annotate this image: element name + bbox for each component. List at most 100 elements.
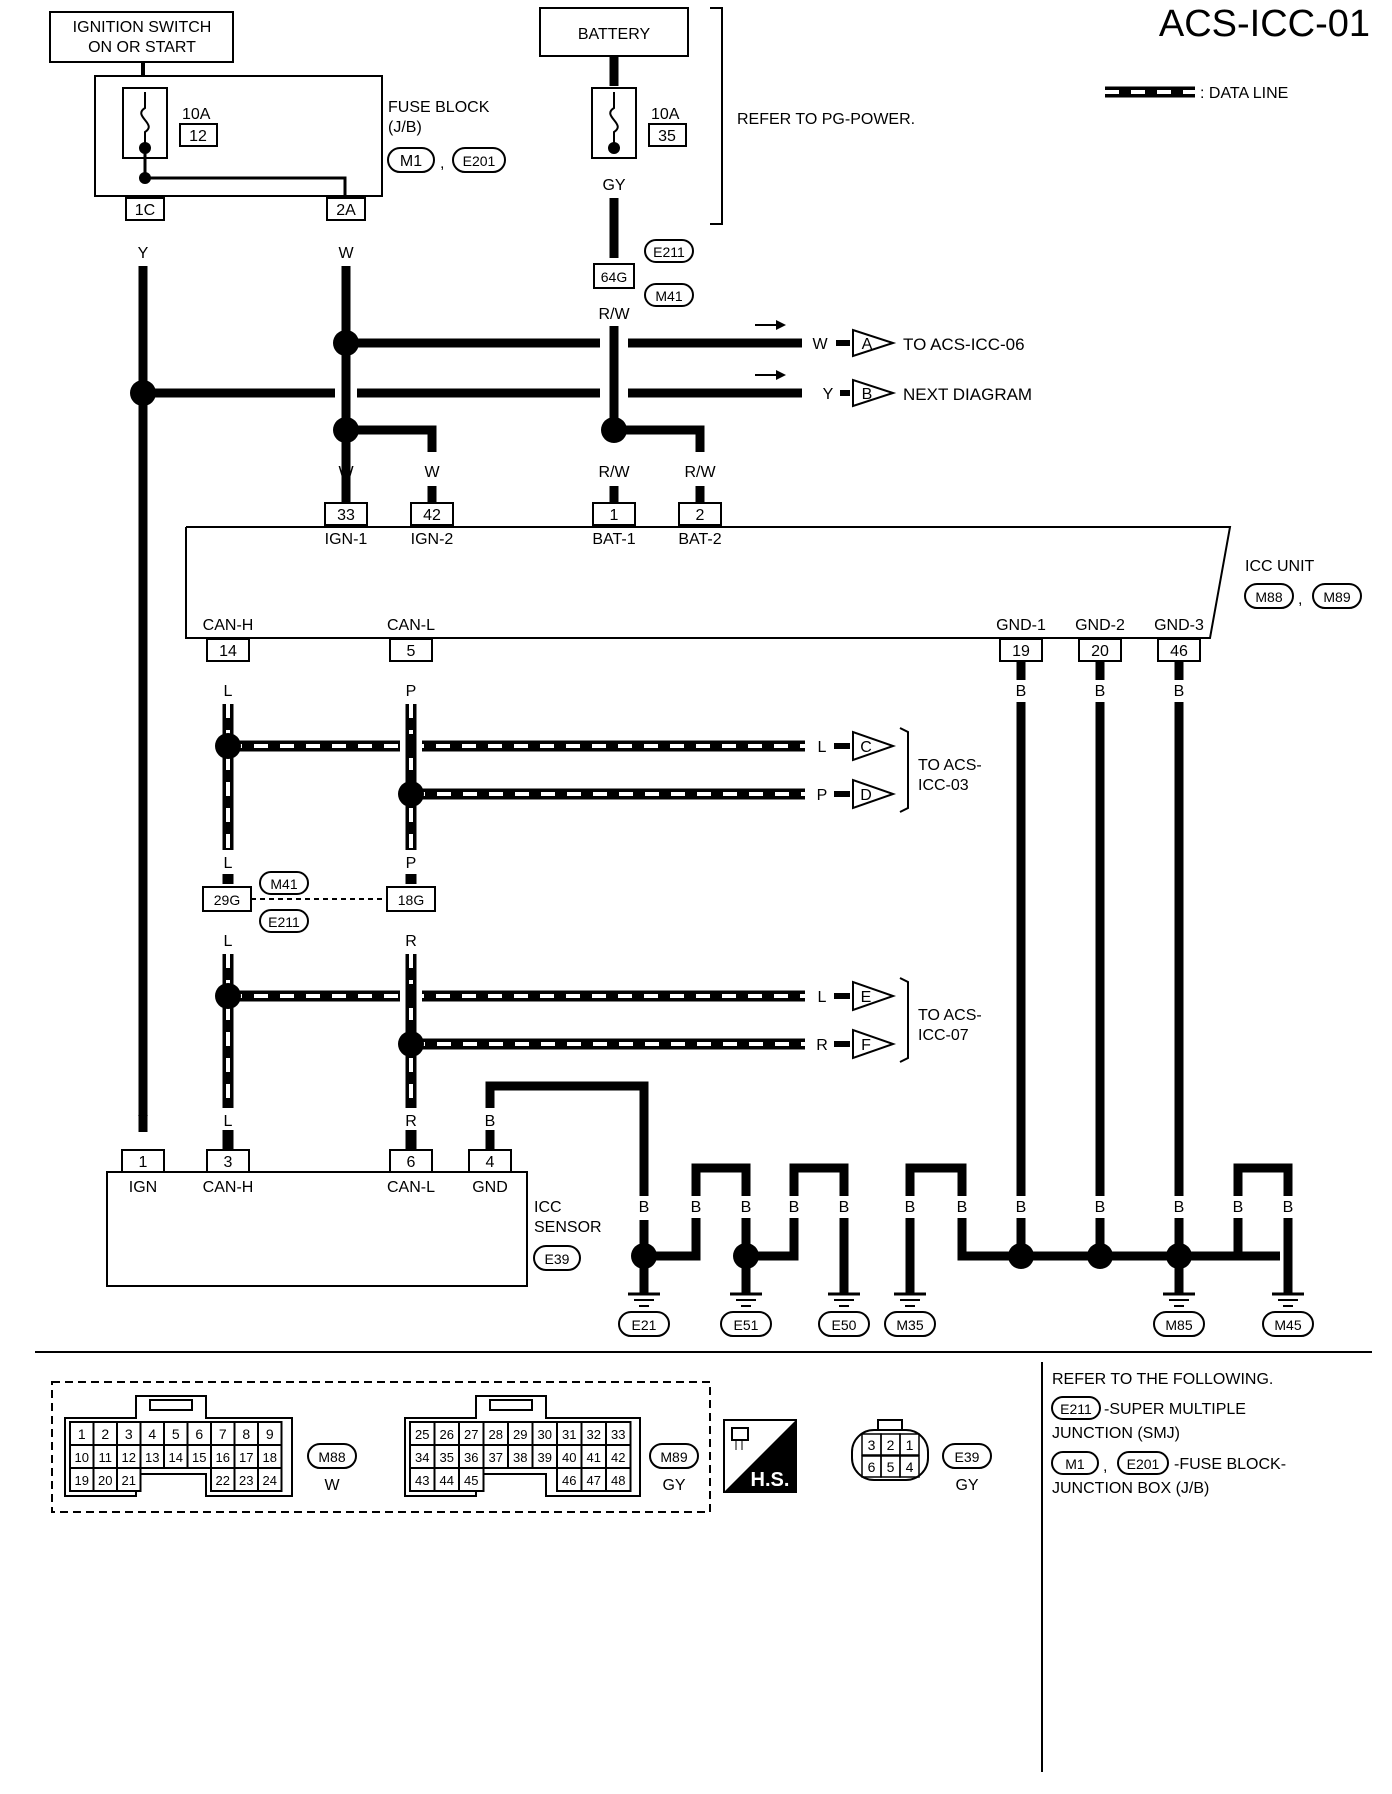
- icc-unit-conn-m89: M89: [1323, 589, 1350, 605]
- pin-number: 11: [99, 1450, 113, 1465]
- fuse-35-number: 35: [658, 128, 676, 145]
- svg-text:L: L: [224, 855, 233, 872]
- icc-unit-conn-m88: M88: [1255, 589, 1282, 605]
- svg-text:M88: M88: [318, 1449, 345, 1465]
- ignition-switch-line1: IGNITION SWITCH: [73, 19, 212, 36]
- svg-text:D: D: [860, 787, 872, 804]
- svg-text:IGN: IGN: [129, 1179, 157, 1196]
- svg-text:2A: 2A: [336, 202, 356, 219]
- svg-text:E21: E21: [632, 1317, 657, 1333]
- svg-text:B: B: [1174, 1199, 1185, 1216]
- icc-terminal-42: 42 IGN-2: [410, 502, 454, 548]
- pin-number: 21: [122, 1473, 136, 1488]
- svg-text:W: W: [338, 245, 354, 262]
- svg-text:GND-3: GND-3: [1154, 617, 1204, 634]
- ground-e51: E51: [720, 1292, 772, 1337]
- joint2-conn-m41: M41: [270, 876, 297, 892]
- svg-text:REFER TO THE FOLLOWING.: REFER TO THE FOLLOWING.: [1052, 1371, 1273, 1388]
- svg-text:R/W: R/W: [598, 464, 630, 481]
- fuse-12-rating: 10A: [182, 106, 211, 123]
- offpage-f: [852, 1028, 897, 1060]
- svg-text:CAN-L: CAN-L: [387, 1179, 435, 1196]
- icc-sensor-line1: ICC: [534, 1199, 562, 1216]
- pin-cell: [116, 1467, 142, 1492]
- svg-text:B: B: [1095, 683, 1106, 700]
- pin-number: 44: [440, 1473, 454, 1488]
- svg-text:JUNCTION BOX (J/B): JUNCTION BOX (J/B): [1052, 1480, 1209, 1497]
- icc-terminal-20: GND-2 20: [1075, 617, 1125, 662]
- pin-number: 45: [464, 1473, 478, 1488]
- svg-text:64G: 64G: [601, 269, 627, 285]
- pin-number: 16: [216, 1450, 230, 1465]
- svg-text:L: L: [818, 739, 827, 756]
- svg-text:R/W: R/W: [684, 464, 716, 481]
- ground-e21: E21: [618, 1292, 670, 1337]
- pin-number: 10: [75, 1450, 89, 1465]
- pin-number: 34: [415, 1450, 429, 1465]
- svg-text:R: R: [405, 933, 417, 950]
- svg-text:W: W: [324, 1477, 340, 1494]
- svg-text:,: ,: [1298, 591, 1302, 608]
- offpage-cd-text1: TO ACS-: [918, 757, 982, 774]
- icc-sensor-conn: E39: [545, 1251, 570, 1267]
- pin-number: 3: [868, 1437, 876, 1453]
- icc-terminal-46: GND-3 46: [1154, 617, 1204, 662]
- icc-terminal-14: CAN-H 14: [203, 617, 253, 662]
- svg-text:L: L: [818, 989, 827, 1006]
- svg-text:3: 3: [224, 1154, 233, 1171]
- connector-views-frame: [51, 1381, 711, 1513]
- pin-number: 36: [464, 1450, 478, 1465]
- svg-text:M85: M85: [1165, 1317, 1192, 1333]
- pin-number: 24: [263, 1473, 277, 1488]
- joint-64g: [593, 263, 635, 289]
- svg-text:E51: E51: [734, 1317, 759, 1333]
- sensor-terminal-3: 3 CAN-H: [203, 1149, 253, 1196]
- svg-text:IGN-1: IGN-1: [325, 531, 368, 548]
- offpage-d: [852, 778, 897, 810]
- pin-number: 22: [216, 1473, 230, 1488]
- icc-terminal-5: CAN-L 5: [387, 617, 435, 662]
- svg-text:E39: E39: [955, 1449, 980, 1465]
- fuse-12-number: 12: [189, 128, 207, 145]
- fuse-block-conn-m1: M1: [400, 153, 422, 170]
- offpage-b-text: NEXT DIAGRAM: [903, 385, 1032, 404]
- joint2-conn-e211: E211: [268, 914, 300, 930]
- pin-number: 31: [562, 1427, 576, 1442]
- pin-number: 42: [611, 1450, 625, 1465]
- svg-text:E50: E50: [832, 1317, 857, 1333]
- svg-text:B: B: [1016, 683, 1027, 700]
- svg-text:B: B: [1283, 1199, 1294, 1216]
- wire-rw-label: R/W: [598, 306, 630, 323]
- joint-conn-e211: E211: [653, 244, 685, 260]
- svg-text:R: R: [816, 1037, 828, 1054]
- svg-text:B: B: [741, 1199, 752, 1216]
- svg-text:B: B: [839, 1199, 850, 1216]
- svg-text:BAT-1: BAT-1: [592, 531, 635, 548]
- pin-number: 12: [122, 1450, 136, 1465]
- svg-text:B: B: [957, 1199, 968, 1216]
- offpage-b: [852, 378, 897, 408]
- data-line-legend-label: : DATA LINE: [1200, 85, 1288, 102]
- connector-icon: [731, 1427, 749, 1441]
- offpage-a: [852, 328, 897, 358]
- svg-text:33: 33: [337, 507, 355, 524]
- svg-text:A: A: [862, 336, 873, 353]
- fuse-block-line2: (J/B): [388, 119, 422, 136]
- pin-number: 5: [887, 1459, 895, 1475]
- pin-number: 28: [489, 1427, 503, 1442]
- svg-text:B: B: [1174, 683, 1185, 700]
- offpage-a-text: TO ACS-ICC-06: [903, 335, 1025, 354]
- icc-terminal-2: 2 BAT-2: [678, 502, 722, 548]
- pin-number: 38: [513, 1450, 527, 1465]
- svg-text:GND-1: GND-1: [996, 617, 1046, 634]
- terminal-2a: [326, 197, 366, 221]
- svg-text:P: P: [406, 683, 417, 700]
- pin-number: 40: [562, 1450, 576, 1465]
- pin-number: 20: [98, 1473, 112, 1488]
- refer-notes: REFER TO THE FOLLOWING. E211 -SUPER MULT…: [1051, 1371, 1286, 1497]
- svg-text:5: 5: [407, 643, 416, 660]
- fuse-block-conn-e201: E201: [463, 153, 496, 169]
- svg-text:B: B: [1095, 1199, 1106, 1216]
- svg-text:F: F: [861, 1037, 871, 1054]
